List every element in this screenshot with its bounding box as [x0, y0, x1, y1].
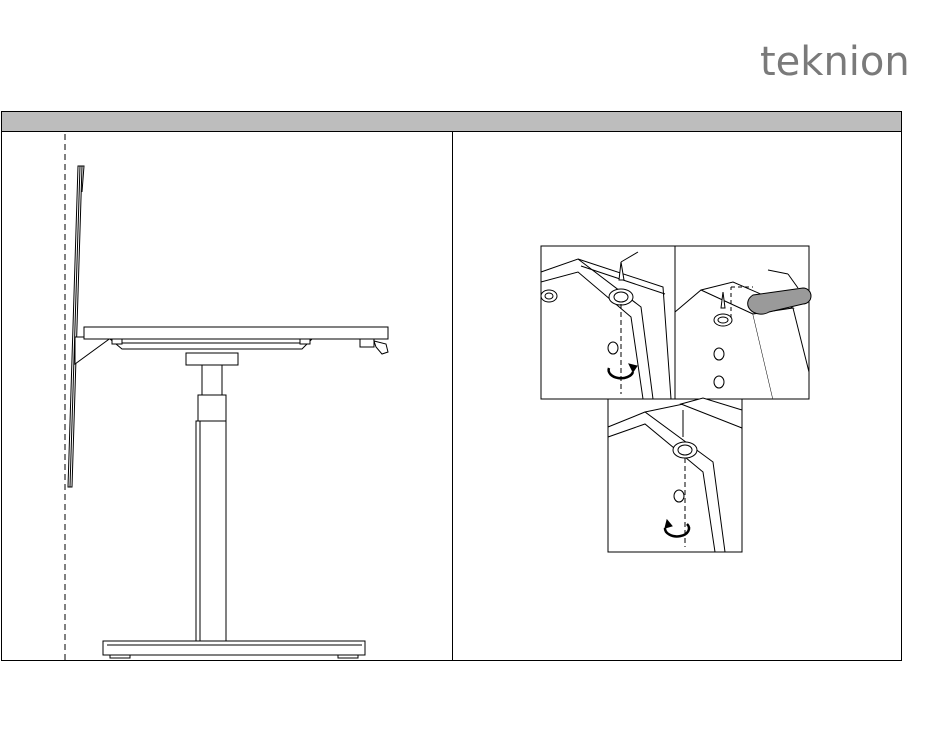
desk-foot: [103, 641, 365, 658]
detail-insert-tool: [675, 246, 811, 399]
desk-column: [186, 353, 238, 641]
desk-side-view-illustration: [2, 132, 452, 661]
height-control-paddle: [360, 339, 388, 354]
desk-top: [84, 327, 388, 349]
detail-tighten-screw: [608, 398, 742, 552]
teknion-logo: teknion: [760, 42, 910, 82]
instruction-header-bar: [2, 112, 901, 132]
left-panel: [2, 132, 452, 661]
detail-loosen-screw: [541, 246, 675, 399]
bracket-detail-illustrations: [453, 132, 901, 661]
instruction-frame: [1, 111, 902, 661]
panel-bracket: [75, 337, 112, 364]
wall-panel: [68, 166, 84, 487]
right-panel: [453, 132, 901, 661]
